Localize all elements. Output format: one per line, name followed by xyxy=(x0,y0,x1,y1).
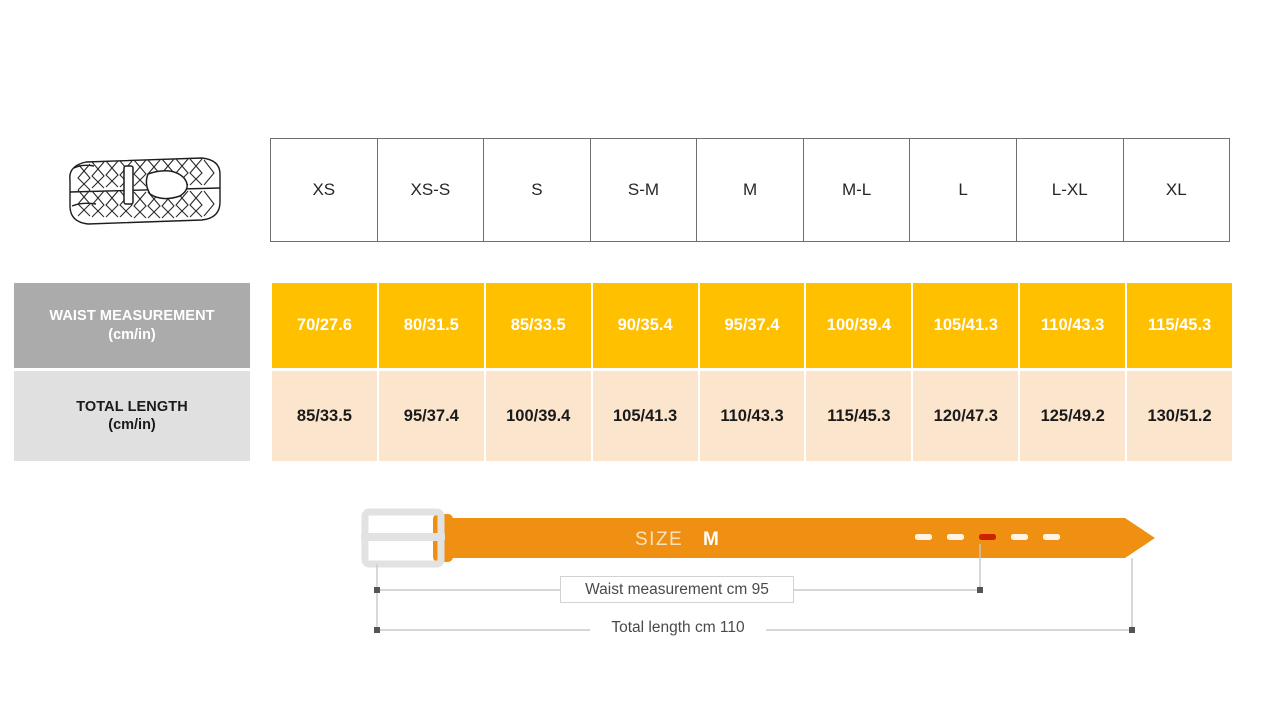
waist-label-unit: (cm/in) xyxy=(108,326,156,343)
dimension-extension-lines xyxy=(376,544,1133,632)
belt-hole xyxy=(1043,534,1060,540)
belt-hole xyxy=(915,534,932,540)
size-header-cell: S-M xyxy=(591,139,698,241)
size-header-cell: XS xyxy=(271,139,378,241)
size-header-cell: L-XL xyxy=(1017,139,1124,241)
measurement-cell: 100/39.4 xyxy=(806,283,914,368)
belt-buckle-icon xyxy=(361,508,445,568)
measurement-cell: 110/43.3 xyxy=(699,371,807,461)
measurement-cell: 90/35.4 xyxy=(592,283,700,368)
length-label-unit: (cm/in) xyxy=(108,417,156,433)
product-illustration xyxy=(52,140,232,240)
waist-row-label: WAIST MEASUREMENT (cm/in) xyxy=(14,283,250,368)
waist-measurement-callout: Waist measurement cm 95 xyxy=(560,576,794,603)
belt-size-prefix: SIZE xyxy=(635,529,683,550)
measurement-cell: 125/49.2 xyxy=(1020,371,1128,461)
measurement-cell: 120/47.3 xyxy=(913,371,1021,461)
measurement-cell: 95/37.4 xyxy=(378,371,486,461)
measurement-cell: 110/43.3 xyxy=(1020,283,1128,368)
size-header-cell: M xyxy=(697,139,804,241)
size-header-cell: M-L xyxy=(804,139,911,241)
belt-size-value: M xyxy=(703,529,719,550)
measurement-cell: 115/45.3 xyxy=(806,371,914,461)
measurement-cell: 85/33.5 xyxy=(272,371,379,461)
measurement-cell: 105/41.3 xyxy=(592,371,700,461)
length-label-main: TOTAL LENGTH xyxy=(76,398,188,415)
woven-belt-icon xyxy=(69,157,221,225)
belt-holes xyxy=(915,534,1060,540)
belt-strap xyxy=(443,518,1155,558)
waist-label-main: WAIST MEASUREMENT xyxy=(49,308,215,325)
total-length-callout: Total length cm 110 xyxy=(590,615,766,640)
size-header-cell: XS-S xyxy=(378,139,485,241)
measurement-cell: 80/31.5 xyxy=(378,283,486,368)
measurement-cell: 95/37.4 xyxy=(699,283,807,368)
belt-hole xyxy=(947,534,964,540)
measurement-cell: 70/27.6 xyxy=(272,283,379,368)
belt-measurement-diagram: SIZE M xyxy=(355,500,1155,650)
belt-hole-highlighted xyxy=(979,534,996,540)
size-header-cell: S xyxy=(484,139,591,241)
measurement-cell: 85/33.5 xyxy=(485,283,593,368)
measurement-cell: 115/45.3 xyxy=(1127,283,1233,368)
size-header-cell: XL xyxy=(1165,180,1187,199)
measurement-cell: 105/41.3 xyxy=(913,283,1021,368)
measurement-cell: 100/39.4 xyxy=(485,371,593,461)
total-length-row-label: TOTAL LENGTH (cm/in) xyxy=(14,371,250,461)
measurement-cell: 130/51.2 xyxy=(1127,371,1233,461)
belt-hole xyxy=(1011,534,1028,540)
size-header-cell: L xyxy=(910,139,1017,241)
